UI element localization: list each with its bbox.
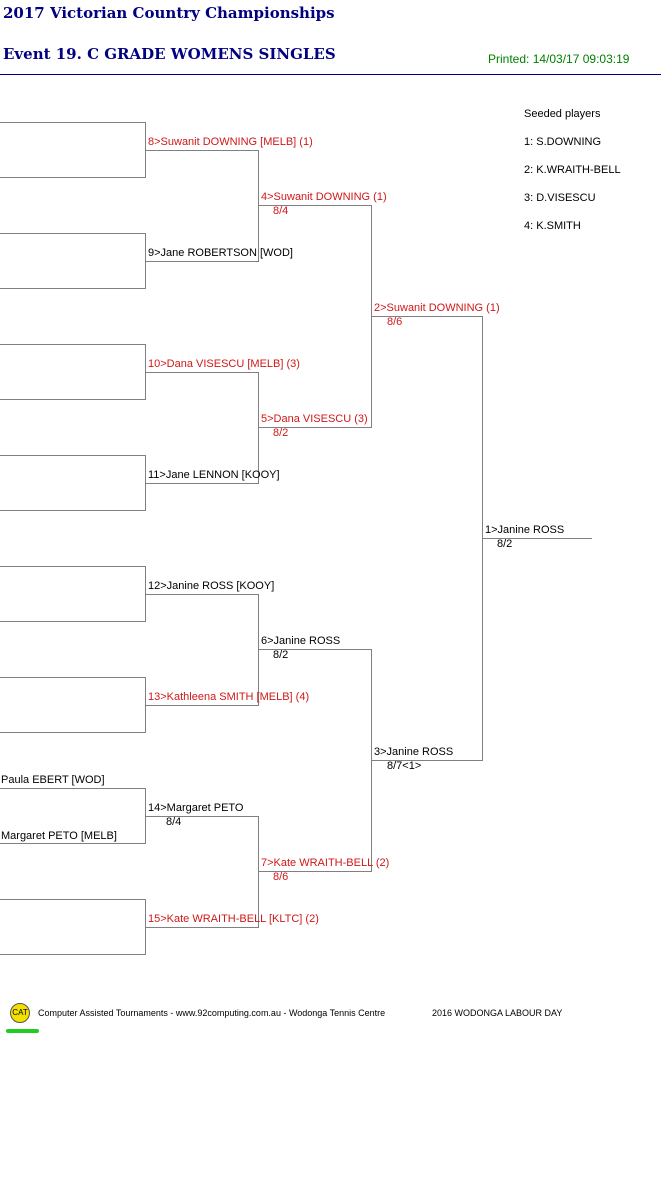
seeds-heading: Seeded players <box>524 108 601 120</box>
bracket-line <box>146 150 259 151</box>
draw-entry: 14>Margaret PETO <box>148 802 244 814</box>
draw-entry: 2>Suwanit DOWNING (1) <box>374 302 500 314</box>
draw-slot-box <box>0 899 146 955</box>
bracket-line <box>146 372 259 373</box>
bracket-line <box>146 261 259 262</box>
bracket-line <box>372 760 483 761</box>
bracket-line <box>258 816 259 928</box>
champion-entry: 1>Janine ROSS <box>485 524 565 536</box>
bracket-line <box>146 816 259 817</box>
bracket-line <box>482 316 483 761</box>
draw-entry: 12>Janine ROSS [KOOY] <box>148 580 275 592</box>
player-name: Paula EBERT [WOD] <box>1 774 105 786</box>
printed-timestamp: Printed: 14/03/17 09:03:19 <box>488 52 630 66</box>
draw-entry: 10>Dana VISESCU [MELB] (3) <box>148 358 300 370</box>
page-title: 2017 Victorian Country Championships <box>3 4 335 22</box>
draw-entry: 11>Jane LENNON [KOOY] <box>148 469 280 481</box>
footer: CAT Computer Assisted Tournaments - www.… <box>0 1000 661 1040</box>
event-title: Event 19. C GRADE WOMENS SINGLES <box>3 45 336 63</box>
draw-entry: 5>Dana VISESCU (3) <box>261 413 368 425</box>
draw-slot-box <box>0 788 146 844</box>
match-score: 8/4 <box>166 816 182 828</box>
bracket-line <box>258 594 259 706</box>
seed-item: 2: K.WRAITH-BELL <box>524 164 621 176</box>
draw-entry: 8>Suwanit DOWNING [MELB] (1) <box>148 136 313 148</box>
footer-credit: Computer Assisted Tournaments - www.92co… <box>38 1008 386 1018</box>
bracket-line <box>371 649 372 872</box>
bracket-line <box>146 705 259 706</box>
draw-slot-box <box>0 677 146 733</box>
draw-slot-box <box>0 233 146 289</box>
seed-item: 1: S.DOWNING <box>524 136 602 148</box>
bracket-line <box>259 427 372 428</box>
footer-event: 2016 WODONGA LABOUR DAY <box>432 1008 563 1018</box>
draw-slot-box <box>0 122 146 178</box>
match-score: 8/7<1> <box>387 760 422 772</box>
match-score: 8/4 <box>273 205 289 217</box>
match-score: 8/2 <box>273 427 289 439</box>
bracket-line <box>259 205 372 206</box>
bracket-line <box>258 372 259 484</box>
draw-slot-box <box>0 566 146 622</box>
match-score: 8/6 <box>273 871 289 883</box>
logo-swoosh <box>6 1029 39 1033</box>
seed-item: 4: K.SMITH <box>524 220 581 232</box>
draw-slot-box <box>0 455 146 511</box>
bracket-line <box>372 316 483 317</box>
bracket-line <box>146 483 259 484</box>
seed-item: 3: D.VISESCU <box>524 192 596 204</box>
draw-entry: 9>Jane ROBERTSON [WOD] <box>148 247 293 259</box>
bracket-line <box>146 594 259 595</box>
draw-entry: 6>Janine ROSS <box>261 635 341 647</box>
match-score: 8/2 <box>497 538 513 550</box>
bracket-line <box>146 927 259 928</box>
bracket-line <box>259 871 372 872</box>
bracket-line <box>371 205 372 428</box>
draw-entry: 4>Suwanit DOWNING (1) <box>261 191 387 203</box>
cat-logo-icon: CAT <box>10 1003 30 1023</box>
seeded-players-legend: Seeded players 1: S.DOWNING 2: K.WRAITH-… <box>524 108 621 248</box>
draw-entry: 13>Kathleena SMITH [MELB] (4) <box>148 691 310 703</box>
bracket-line <box>258 150 259 262</box>
draw-entry: 3>Janine ROSS <box>374 746 454 758</box>
match-score: 8/6 <box>387 316 403 328</box>
draw-slot-box <box>0 344 146 400</box>
header-divider <box>0 74 661 75</box>
draw-entry: 7>Kate WRAITH-BELL (2) <box>261 857 390 869</box>
match-score: 8/2 <box>273 649 289 661</box>
player-name: Margaret PETO [MELB] <box>1 830 117 842</box>
bracket-line <box>483 538 592 539</box>
bracket-line <box>259 649 372 650</box>
draw-entry: 15>Kate WRAITH-BELL [KLTC] (2) <box>148 913 319 925</box>
